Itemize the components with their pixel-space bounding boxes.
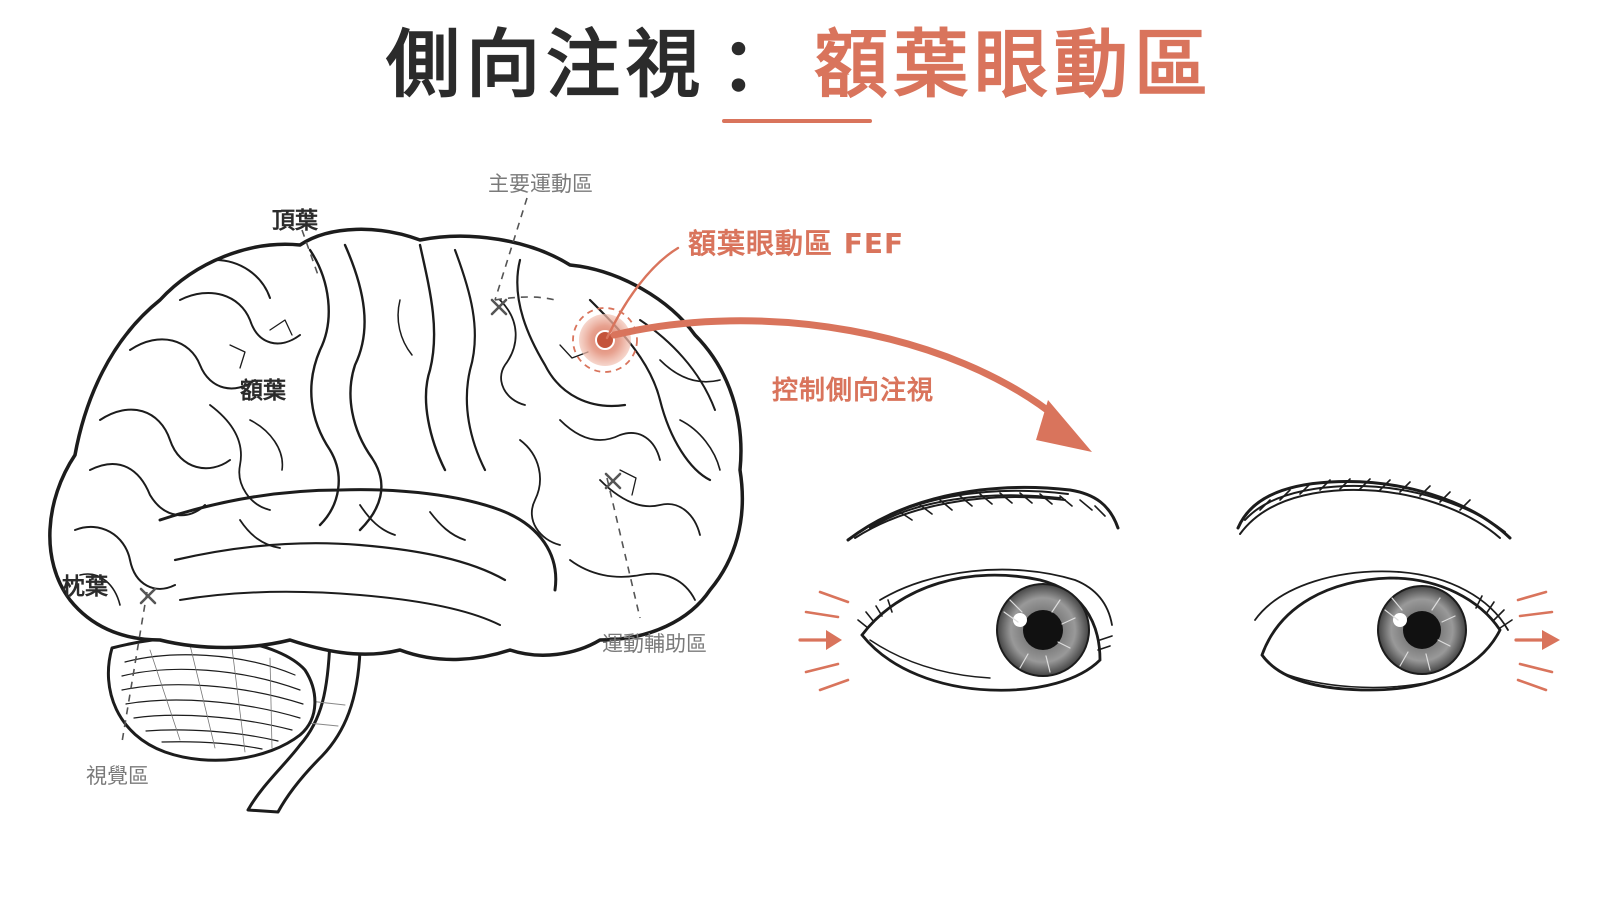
title-main: 側向注視	[386, 22, 706, 108]
left-eye	[857, 568, 1113, 692]
leader-primary-motor-ext	[494, 296, 556, 301]
leader-supplementary	[606, 477, 641, 619]
gaze-arrow	[610, 317, 1092, 452]
label-parietal-lobe: 頂葉	[272, 208, 318, 234]
brain-illustration	[48, 227, 745, 814]
left-pupil	[1023, 610, 1063, 650]
right-pupil	[1403, 611, 1441, 649]
right-eyebrow	[1236, 478, 1512, 540]
title-underline	[722, 119, 872, 123]
label-fef: 額葉眼動區 FEF	[688, 227, 905, 260]
label-frontal-lobe: 額葉	[240, 378, 286, 404]
right-eye	[1254, 570, 1513, 692]
leader-parietal	[301, 229, 319, 276]
label-supplementary-motor-area: 運動輔助區	[602, 632, 707, 656]
right-arrow-icon	[1514, 630, 1560, 650]
title-separator: ：	[720, 22, 800, 108]
fef-marker	[572, 307, 638, 373]
label-occipital-lobe: 枕葉	[62, 574, 108, 600]
left-eyebrow	[846, 485, 1120, 542]
right-motion-indicator	[1514, 590, 1560, 692]
x-markers	[139, 298, 622, 605]
cerebellum	[106, 635, 317, 762]
x-marker-primary-motor	[490, 298, 508, 316]
brainstem	[246, 638, 362, 814]
x-marker-supplementary	[604, 472, 622, 490]
label-primary-motor-area: 主要運動區	[488, 172, 593, 196]
cerebrum-outline	[48, 227, 745, 662]
eyes-illustration	[846, 478, 1513, 692]
left-arrow-icon	[798, 630, 842, 650]
left-motion-indicator	[798, 590, 850, 692]
page-title: 側向注視：額葉眼動區	[0, 20, 1600, 110]
label-visual-area: 視覺區	[86, 764, 149, 788]
leader-lines	[121, 197, 641, 743]
label-control-lateral-gaze: 控制側向注視	[772, 376, 935, 406]
title-accent: 額葉眼動區	[814, 22, 1214, 108]
fef-leader	[605, 246, 680, 340]
leader-primary-motor	[494, 197, 528, 301]
x-marker-occipital	[139, 587, 157, 605]
